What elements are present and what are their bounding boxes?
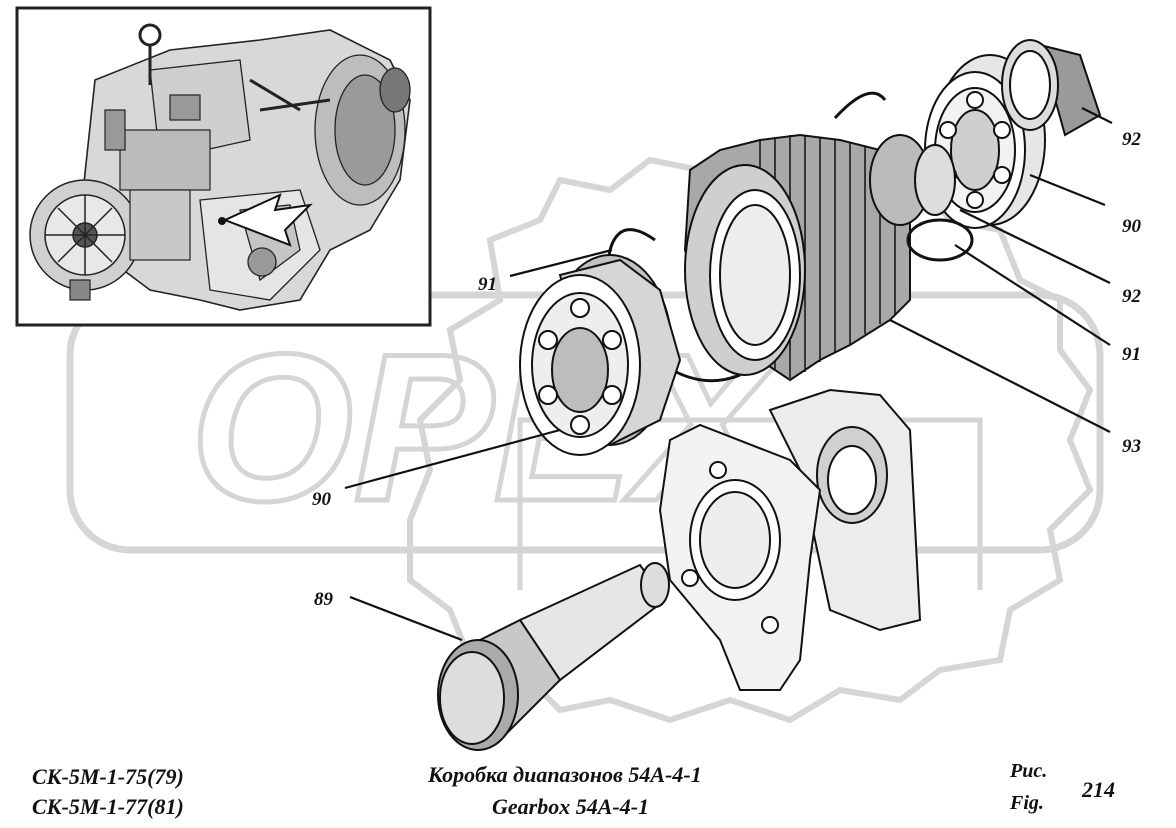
title-ru: Коробка диапазонов 54А-4-1 — [428, 762, 702, 787]
callout-91-right: 91 — [1122, 344, 1141, 365]
leader-lines — [344, 107, 1113, 642]
callout-labels: 89 90 90 91 91 92 92 93 — [312, 129, 1142, 610]
callout-93: 93 — [1122, 436, 1141, 457]
inset-photo — [15, 6, 432, 327]
fig-label-ru: Рис. — [1010, 760, 1048, 782]
sleeve-92-top — [1001, 39, 1102, 137]
model-code-2: СК-5М-1-77(81) — [32, 794, 184, 819]
callout-92-mid: 92 — [1122, 286, 1142, 307]
callout-90-front: 90 — [312, 489, 332, 510]
title-en: Gearbox 54A-4-1 — [492, 794, 650, 819]
snap-ring-91-right — [906, 218, 974, 262]
shaft-89 — [437, 562, 670, 751]
callout-89: 89 — [314, 589, 334, 610]
snap-ring-91-top — [833, 91, 887, 120]
gear-93 — [683, 133, 956, 382]
fig-label-en: Fig. — [1010, 792, 1044, 814]
bearing-90-front — [519, 254, 682, 456]
fig-number: 214 — [1082, 777, 1115, 802]
callout-91-left: 91 — [478, 274, 497, 295]
callout-90-rear: 90 — [1122, 216, 1142, 237]
callout-92-top: 92 — [1122, 129, 1142, 150]
bracket-plate — [658, 388, 922, 691]
model-code-1: СК-5М-1-75(79) — [32, 764, 184, 789]
